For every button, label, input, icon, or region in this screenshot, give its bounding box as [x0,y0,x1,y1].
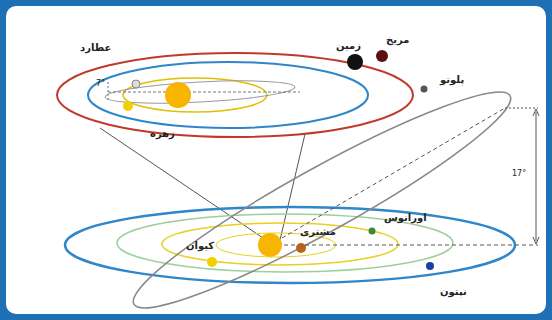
angle-line [505,108,538,109]
plane-line [108,92,300,93]
uranus [369,228,376,235]
zoom-line [280,134,305,240]
planet-name: زهره [150,128,175,139]
planet-name: کیوان [186,240,214,251]
planet-name: پلوتو [440,74,464,85]
ecliptic-line [270,245,538,246]
angle-label: 7° [96,80,105,89]
planet-name: مشتری [300,226,336,237]
jupiter [296,243,306,253]
planet-name: نپتون [440,286,467,297]
panel [6,6,546,314]
sun [165,82,191,108]
angle-arrow [536,112,537,241]
earth-orbit [88,62,368,128]
planet-name: زمین [336,40,361,51]
sun [258,233,282,257]
saturn [207,257,217,267]
zoom-line [100,128,266,240]
mars-orbit [57,53,413,137]
mars [376,50,388,62]
pluto-orbit [118,68,525,320]
venus-orbit [123,78,267,112]
angle-line [108,82,109,100]
angle-label: 17° [512,170,526,179]
venus [123,101,133,111]
mercury [132,80,140,88]
earth [347,54,363,70]
planet-name: عطارد [80,42,111,53]
planet-name: مریخ [386,34,409,45]
pluto [421,86,428,93]
pluto-plane-line [270,108,505,245]
neptune [426,262,434,270]
planet-name: اورانوس [384,212,427,223]
arrow-heads [533,109,539,244]
